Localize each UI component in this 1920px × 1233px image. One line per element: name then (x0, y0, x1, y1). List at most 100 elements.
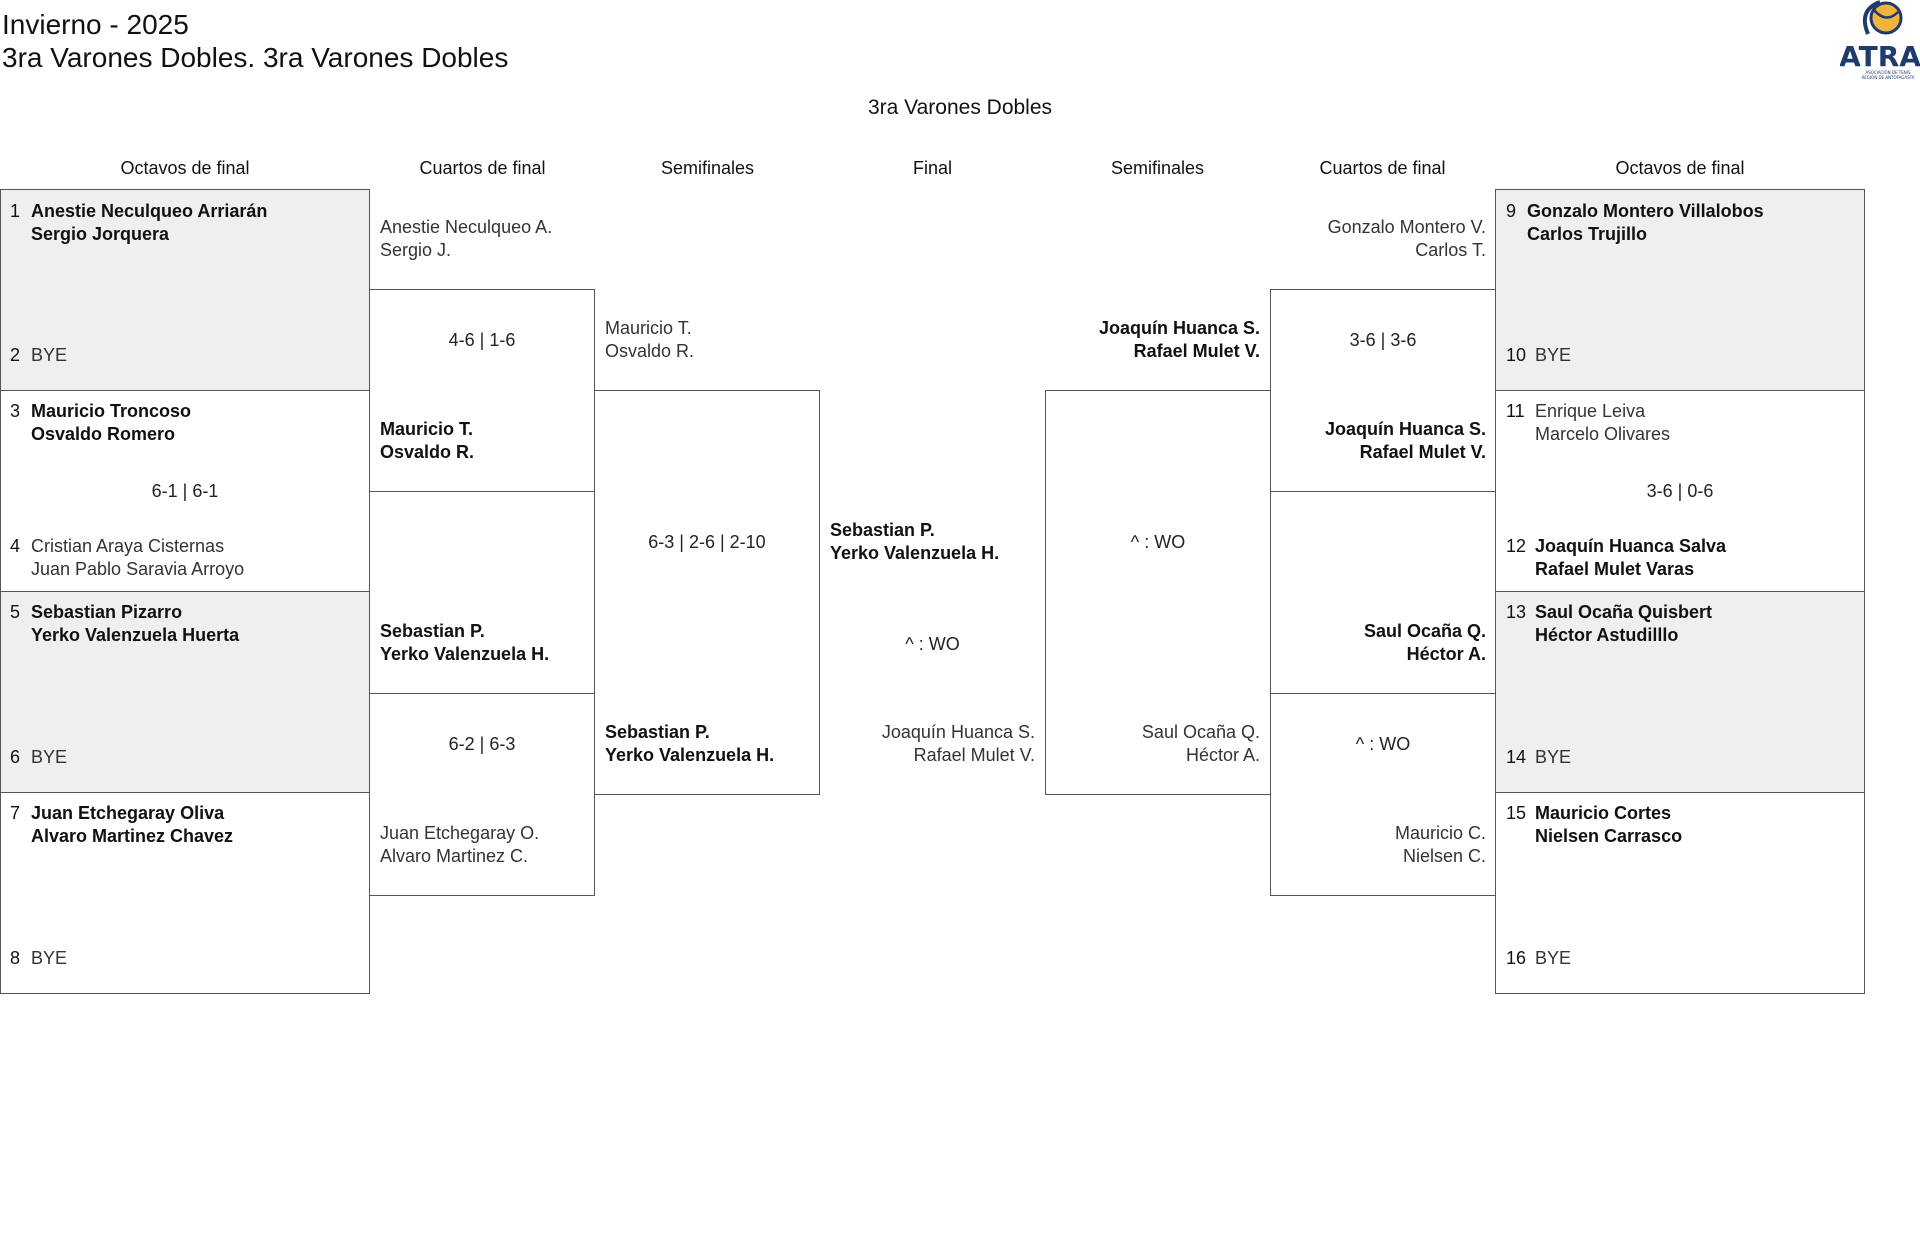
player-name: Mauricio Cortes (1535, 803, 1672, 823)
player-name: BYE (1535, 747, 1572, 767)
player-name: Sergio J. (380, 240, 452, 260)
sf-entry: Joaquín Huanca S.Rafael Mulet V. (1099, 317, 1260, 363)
final-runner-up: Joaquín Huanca S. Rafael Mulet V. (882, 721, 1035, 767)
final-score: ^ : WO (905, 634, 960, 654)
seed-number: 5 (10, 602, 21, 622)
round-label-r16-right: Octavos de final (1615, 158, 1745, 178)
r16-entry: 14 BYE (1506, 746, 1571, 769)
sf-entry: Mauricio T. Osvaldo R. (605, 317, 694, 363)
player-name: Yerko Valenzuela H. (605, 745, 775, 765)
match-score: 3-6 | 0-6 (1646, 481, 1714, 501)
tournament-category: 3ra Varones Dobles. 3ra Varones Dobles (2, 42, 509, 73)
player-name: Gonzalo Montero Villalobos (1527, 201, 1764, 221)
seed-number: 6 (10, 747, 21, 767)
logo-wordmark: ATRA (1840, 40, 1920, 73)
match-score: 3-6 | 3-6 (1349, 330, 1417, 350)
match-score: 6-3 | 2-6 | 2-10 (648, 532, 766, 552)
player-name: Sebastian P. (605, 722, 710, 742)
qf-entry: Joaquín Huanca S.Rafael Mulet V. (1325, 418, 1486, 464)
seed-number: 13 (1506, 602, 1527, 622)
qf-entry: Mauricio C. Nielsen C. (1395, 822, 1486, 868)
svg-text:REGIÓN DE ANTOFAGASTA: REGIÓN DE ANTOFAGASTA (1861, 75, 1914, 80)
r16-entry: 16 BYE (1506, 947, 1571, 970)
r16-entry: 8 BYE (10, 947, 67, 970)
player-name: Carlos Trujillo (1527, 224, 1648, 244)
player-name: Carlos T. (1415, 240, 1486, 260)
r16-entry: 2 BYE (10, 344, 67, 367)
player-name: Nielsen C. (1402, 846, 1486, 866)
match-score: ^ : WO (1130, 532, 1186, 552)
player-name: Mauricio C. (1394, 823, 1486, 843)
player-name: BYE (31, 345, 68, 365)
final-winner: Sebastian P. Yerko Valenzuela H. (830, 519, 999, 565)
player-name: Nielsen Carrasco (1535, 826, 1683, 846)
tournament-season: Invierno - 2025 (2, 9, 189, 40)
player-name: Rafael Mulet V. (913, 745, 1035, 765)
player-name: Rafael Mulet Varas (1535, 559, 1695, 579)
seed-number: 1 (10, 201, 21, 221)
player-name: Yerko Valenzuela H. (830, 543, 1000, 563)
match-score: 6-2 | 6-3 (448, 734, 516, 754)
r16-entry: 6 BYE (10, 746, 67, 769)
qf-entry: Anestie Neculqueo A. Sergio J. (380, 216, 552, 262)
player-name: BYE (31, 948, 68, 968)
player-name: Juan Etchegaray O. (380, 823, 540, 843)
seed-number: 15 (1506, 803, 1527, 823)
seed-number: 8 (10, 948, 21, 968)
match-score: 4-6 | 1-6 (448, 330, 516, 350)
player-name: Osvaldo R. (605, 341, 695, 361)
player-name: BYE (1535, 345, 1572, 365)
player-name: Osvaldo R. (380, 442, 475, 462)
sf-left-match (594, 390, 820, 795)
player-name: Saul Ocaña Q. (1141, 722, 1260, 742)
seed-number: 2 (10, 345, 21, 365)
r16-right-match-1 (1495, 189, 1865, 391)
player-name: Marcelo Olivares (1535, 424, 1671, 444)
player-name: Joaquín Huanca S. (1098, 318, 1260, 338)
player-name: Saul Ocaña Q. (1363, 621, 1486, 641)
svg-text:ASOCIACIÓN DE TENIS: ASOCIACIÓN DE TENIS (1865, 70, 1910, 75)
player-name: BYE (1535, 948, 1572, 968)
player-name: BYE (31, 747, 68, 767)
player-name: Sebastian Pizarro (31, 602, 183, 622)
player-name: Sebastian P. (380, 621, 485, 641)
player-name: Mauricio T. (380, 419, 474, 439)
player-name: Héctor Astudilllo (1535, 625, 1679, 645)
seed-number: 3 (10, 401, 21, 421)
r16-right-match-4 (1495, 792, 1865, 994)
player-name: Héctor A. (1185, 745, 1260, 765)
seed-number: 14 (1506, 747, 1527, 767)
sf-entry: Saul Ocaña Q. Héctor A. (1142, 721, 1260, 767)
player-name: Sebastian P. (830, 520, 935, 540)
round-label-sf-right: Semifinales (1110, 158, 1205, 178)
qf-entry: Juan Etchegaray O.Alvaro Martinez C. (380, 822, 539, 868)
round-label-sf-left: Semifinales (660, 158, 755, 178)
match-score: 6-1 | 6-1 (151, 481, 219, 501)
sf-right-match (1045, 390, 1271, 795)
match-score: ^ : WO (1355, 734, 1411, 754)
player-name: Juan Etchegaray Oliva (31, 803, 225, 823)
player-name: Juan Pablo Saravia Arroyo (31, 559, 245, 579)
player-name: Joaquín Huanca Salva (1535, 536, 1727, 556)
seed-number: 7 (10, 803, 21, 823)
player-name: Cristian Araya Cisternas (31, 536, 225, 556)
seed-number: 11 (1506, 401, 1525, 421)
r16-entry: 10 BYE (1506, 344, 1571, 367)
player-name: Joaquín Huanca S. (881, 722, 1035, 742)
player-name: Anestie Neculqueo A. (380, 217, 553, 237)
player-name: Anestie Neculqueo Arriarán (31, 201, 268, 221)
r16-left-match-3 (0, 591, 370, 793)
round-label-qf-left: Cuartos de final (419, 158, 546, 178)
player-name: Yerko Valenzuela Huerta (31, 625, 240, 645)
player-name: Mauricio T. (605, 318, 692, 338)
seed-number: 10 (1506, 345, 1527, 365)
seed-number: 16 (1506, 948, 1527, 968)
sf-entry: Sebastian P. Yerko Valenzuela H. (605, 721, 774, 767)
